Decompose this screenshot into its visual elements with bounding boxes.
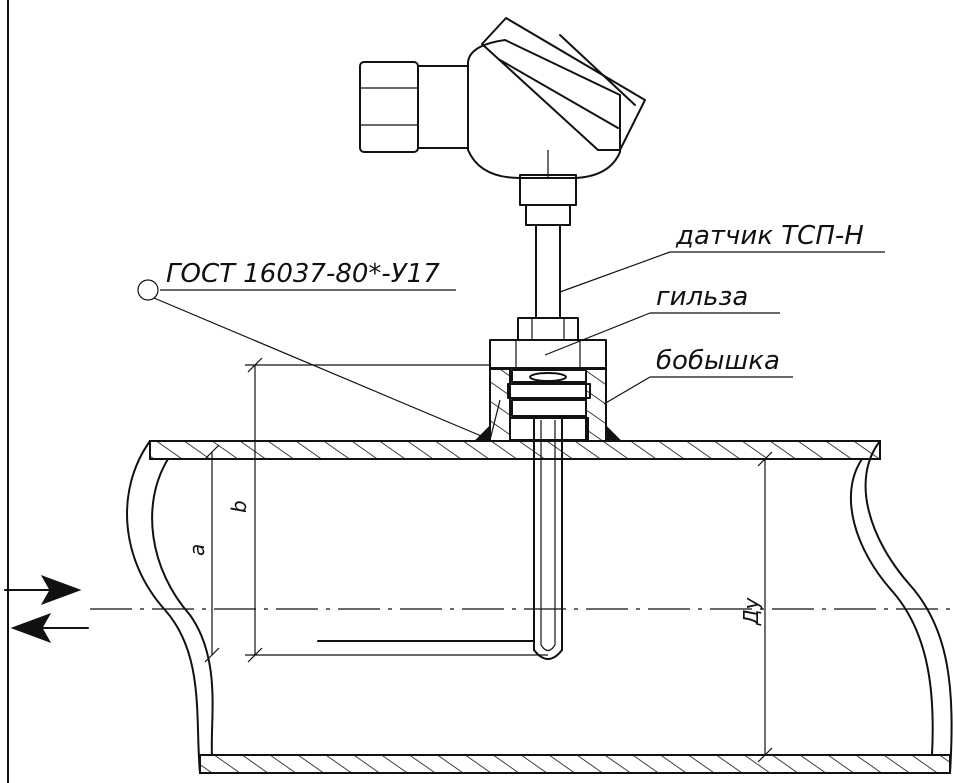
leader-sensor (559, 251, 671, 293)
dimension-label-b: b (227, 500, 251, 513)
flow-arrow-left (10, 613, 89, 643)
pipe-top-wall (149, 440, 881, 460)
pipe-break-right-inner (849, 458, 934, 756)
boss-fitting (473, 339, 623, 442)
weld-symbol-circle (137, 279, 159, 301)
pipe (90, 440, 953, 774)
label-sleeve: гильза (656, 282, 748, 312)
pipe-break-left-inner (151, 458, 214, 756)
dimension-b (245, 357, 548, 663)
leader-weld-2 (489, 399, 501, 441)
sensor-stem (533, 224, 563, 660)
dimension-label-a: a (185, 544, 209, 556)
flow-arrow-right (4, 575, 82, 605)
leader-boss (603, 376, 651, 405)
label-standard: ГОСТ 16037-80*-У17 (166, 259, 440, 289)
sensor-neck (519, 174, 577, 226)
dimension-du (757, 451, 773, 763)
label-boss: бобышка (656, 346, 780, 376)
pipe-bottom-wall (199, 754, 951, 774)
pipe-break-left-outer (126, 440, 201, 774)
leader-weld (153, 297, 487, 439)
dimension-label-du: Ду (739, 596, 763, 626)
dimension-a (204, 444, 220, 663)
leader-sleeve (544, 312, 651, 356)
sleeve-nut (517, 317, 579, 341)
label-sensor: датчик ТСП-Н (675, 221, 864, 251)
sensor-head (359, 17, 646, 179)
pipe-break-right-outer (864, 440, 953, 774)
